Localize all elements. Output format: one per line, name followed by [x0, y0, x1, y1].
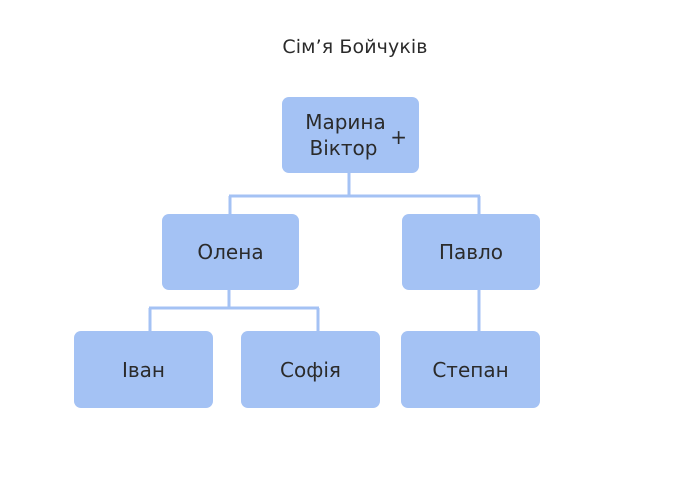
node-label-olena: Олена: [197, 240, 264, 264]
node-label-stepan: Степан: [432, 357, 509, 382]
node-stepan[interactable]: Степан: [401, 331, 540, 408]
node-label-marina: Марина: [305, 109, 386, 134]
node-label-sofia: Софія: [280, 357, 341, 382]
node-sofia[interactable]: Софія: [241, 331, 380, 408]
plus-icon: +: [390, 125, 407, 149]
diagram-title: Сім’я Бойчуків: [282, 36, 428, 58]
node-ivan[interactable]: Іван: [74, 331, 213, 408]
node-root-couple[interactable]: Марина Віктор +: [282, 97, 419, 173]
node-label-ivan: Іван: [121, 357, 166, 382]
node-label-pavlo: Павло: [438, 240, 504, 264]
node-label-viktor: Віктор: [309, 136, 378, 160]
node-pavlo[interactable]: Павло: [402, 214, 540, 290]
node-olena[interactable]: Олена: [162, 214, 299, 290]
